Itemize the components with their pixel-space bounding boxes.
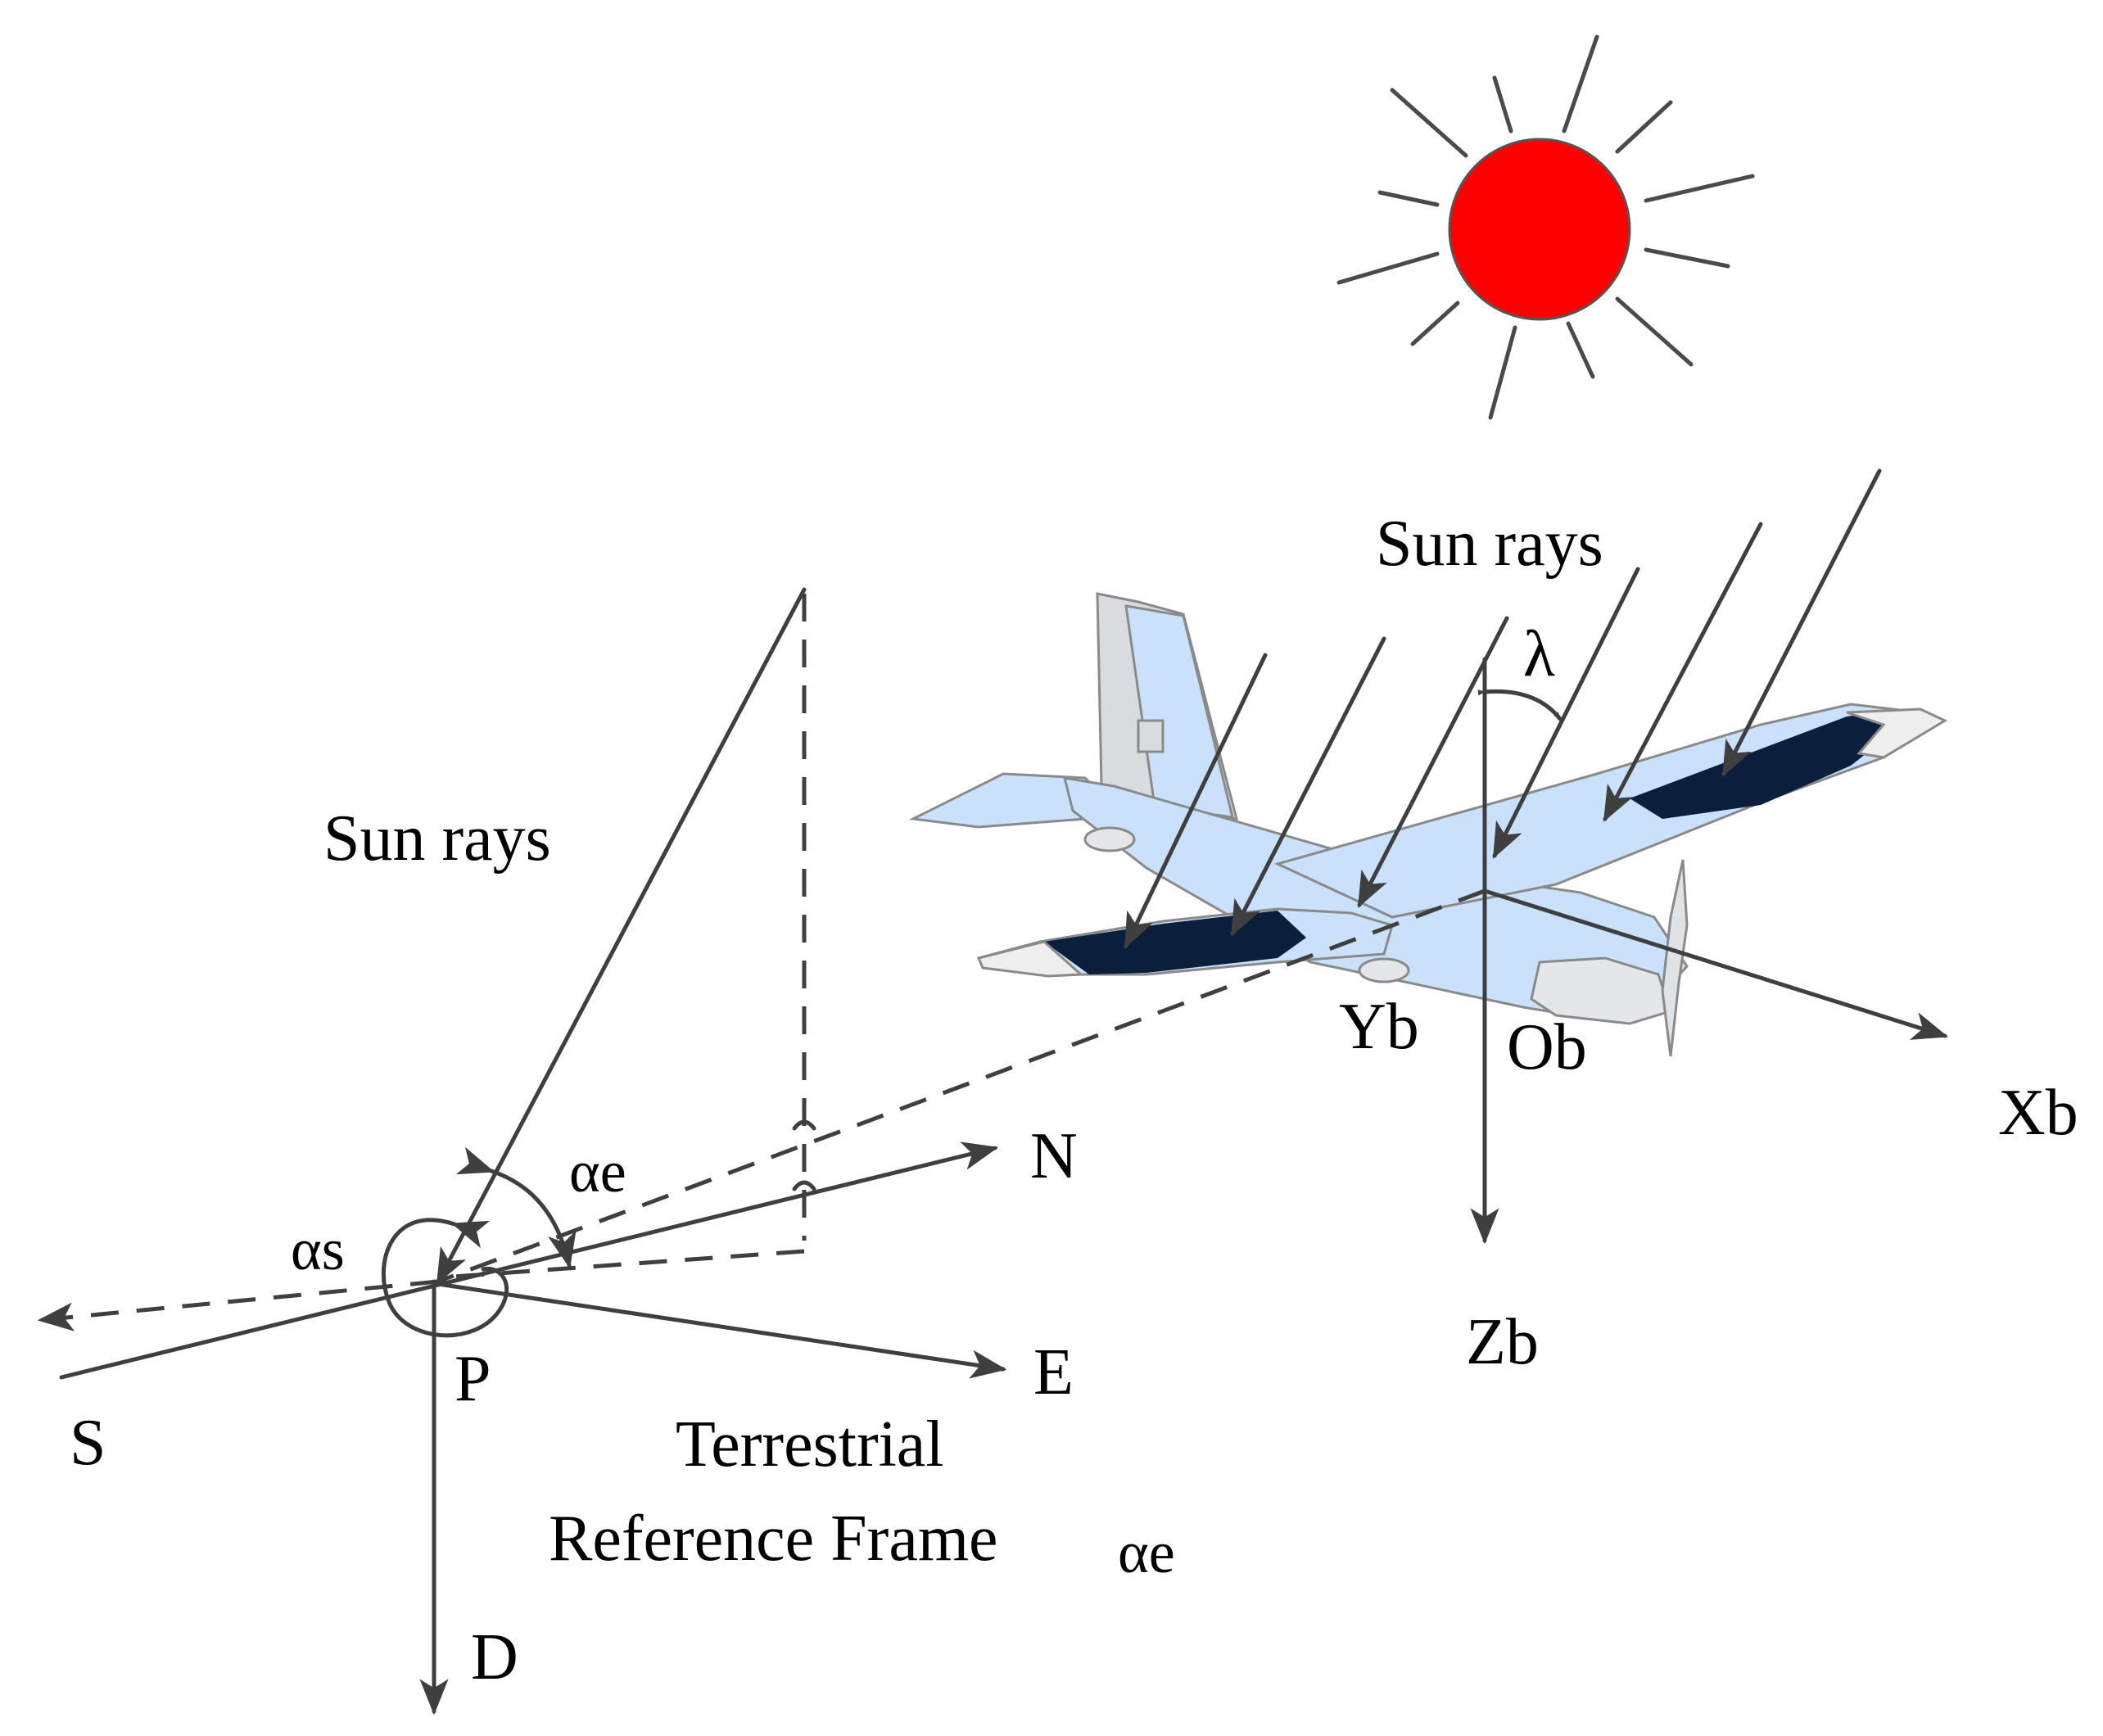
left-wing-tip bbox=[976, 940, 1084, 978]
caption-line2: Reference Frame bbox=[549, 1503, 998, 1575]
alpha-s-label: αs bbox=[291, 1217, 345, 1282]
lambda-label: λ bbox=[1523, 618, 1555, 690]
south-label: S bbox=[70, 1407, 106, 1479]
point-label: P bbox=[455, 1343, 491, 1415]
labels: Sun rays Sun rays N E S D P αe αs Terres… bbox=[70, 508, 2078, 1693]
caption-alpha-e: αe bbox=[1118, 1520, 1175, 1585]
right-wing-tip bbox=[1846, 708, 1948, 759]
alpha-e-label: αe bbox=[569, 1139, 626, 1205]
down-label: D bbox=[471, 1621, 518, 1693]
sun-rays-on-aircraft bbox=[1124, 468, 1882, 949]
north-label: N bbox=[1030, 1120, 1078, 1192]
sun-rays-left-label: Sun rays bbox=[323, 802, 551, 875]
nose-cowling bbox=[1530, 956, 1672, 1025]
propeller bbox=[1661, 859, 1689, 1057]
caption-line1: Terrestrial bbox=[676, 1408, 944, 1481]
yb-label: Yb bbox=[1339, 991, 1419, 1063]
sun-rays-right-label: Sun rays bbox=[1376, 508, 1603, 580]
east-label: E bbox=[1033, 1336, 1074, 1408]
terrestrial-frame bbox=[37, 587, 1007, 1716]
xb-label: Xb bbox=[1998, 1077, 2078, 1149]
body-frame bbox=[437, 657, 1949, 1284]
right-wing-solar-panel bbox=[1630, 712, 1908, 819]
ob-label: Ob bbox=[1507, 1011, 1587, 1083]
sun-icon bbox=[1336, 34, 1755, 420]
zb-label: Zb bbox=[1466, 1306, 1539, 1378]
